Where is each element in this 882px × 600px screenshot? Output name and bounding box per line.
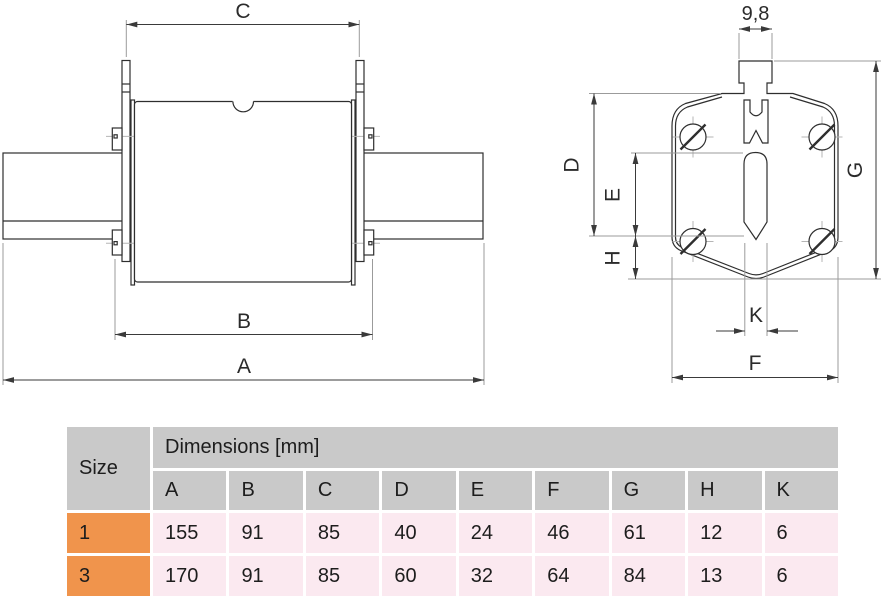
value-cell: 6 <box>764 556 838 596</box>
fuse-body <box>133 99 353 283</box>
dim-label-blade-width: 9,8 <box>742 3 770 25</box>
screw-bottom-right <box>801 221 843 262</box>
value-cell: 12 <box>688 513 762 553</box>
blade-contact-right <box>351 152 484 240</box>
value-cell: 91 <box>229 556 303 596</box>
dim-label-c: C <box>235 0 250 23</box>
fuse-front-view: 9,8 D E H <box>561 3 881 383</box>
value-cell: 85 <box>305 513 380 553</box>
value-cell: 64 <box>535 556 609 596</box>
screw-top-right <box>801 116 843 158</box>
value-cell: 6 <box>764 513 838 553</box>
technical-drawing: C B A <box>2 0 881 385</box>
dimensions-header-cell: Dimensions [mm] <box>153 427 838 468</box>
dimension-blade-width: 9,8 <box>738 3 773 59</box>
dimension-f: F <box>671 257 839 383</box>
column-header-a: A <box>153 471 227 510</box>
grip-fork <box>743 99 769 144</box>
top-notch <box>232 101 255 113</box>
column-header-e: E <box>458 471 533 510</box>
dimension-h: H <box>602 236 639 279</box>
value-cell: 32 <box>458 556 533 596</box>
dim-label-f: F <box>749 352 762 375</box>
grip-lug-right <box>355 59 365 263</box>
value-cell: 84 <box>611 556 686 596</box>
size-cell: 1 <box>67 513 150 553</box>
screw-top-left <box>672 116 714 158</box>
value-cell: 155 <box>153 513 227 553</box>
dim-label-h: H <box>602 250 625 265</box>
value-cell: 61 <box>611 513 686 553</box>
value-cell: 13 <box>688 556 762 596</box>
dimensions-table: Size Dimensions [mm] A B C D E F G H K 1… <box>67 427 838 596</box>
dim-label-a: A <box>237 355 251 378</box>
value-cell: 24 <box>458 513 533 553</box>
fuse-side-view: C B A <box>2 0 485 385</box>
column-header-c: C <box>305 471 380 510</box>
screw-bottom-left <box>672 221 714 262</box>
column-header-k: K <box>764 471 838 510</box>
value-cell: 40 <box>382 513 456 553</box>
indicator-slot <box>743 151 768 241</box>
column-header-h: H <box>688 471 762 510</box>
value-cell: 60 <box>382 556 456 596</box>
blade-contact-left <box>2 152 135 240</box>
value-cell: 91 <box>229 513 303 553</box>
value-cell: 170 <box>153 556 227 596</box>
dimension-e: E <box>602 153 639 236</box>
dim-label-e: E <box>602 188 625 202</box>
dimension-b: B <box>114 259 373 340</box>
dimension-d: D <box>561 93 597 236</box>
front-body-inner-contour <box>674 96 836 276</box>
fixing-screws <box>672 116 843 262</box>
dim-label-b: B <box>237 310 251 333</box>
value-cell: 85 <box>305 556 380 596</box>
size-header-cell: Size <box>67 427 150 510</box>
size-cell: 3 <box>67 556 150 596</box>
value-cell: 46 <box>535 513 609 553</box>
dim-label-k: K <box>749 304 763 327</box>
column-header-d: D <box>382 471 456 510</box>
column-header-g: G <box>611 471 686 510</box>
dim-label-g: G <box>844 162 867 178</box>
column-header-f: F <box>535 471 609 510</box>
dimension-g: G <box>844 61 879 279</box>
grip-lug-left <box>121 59 131 263</box>
dimension-c: C <box>125 0 360 57</box>
dimension-a: A <box>2 243 485 385</box>
column-header-b: B <box>229 471 303 510</box>
dim-label-d: D <box>561 157 584 172</box>
dimension-k: K <box>716 243 798 336</box>
